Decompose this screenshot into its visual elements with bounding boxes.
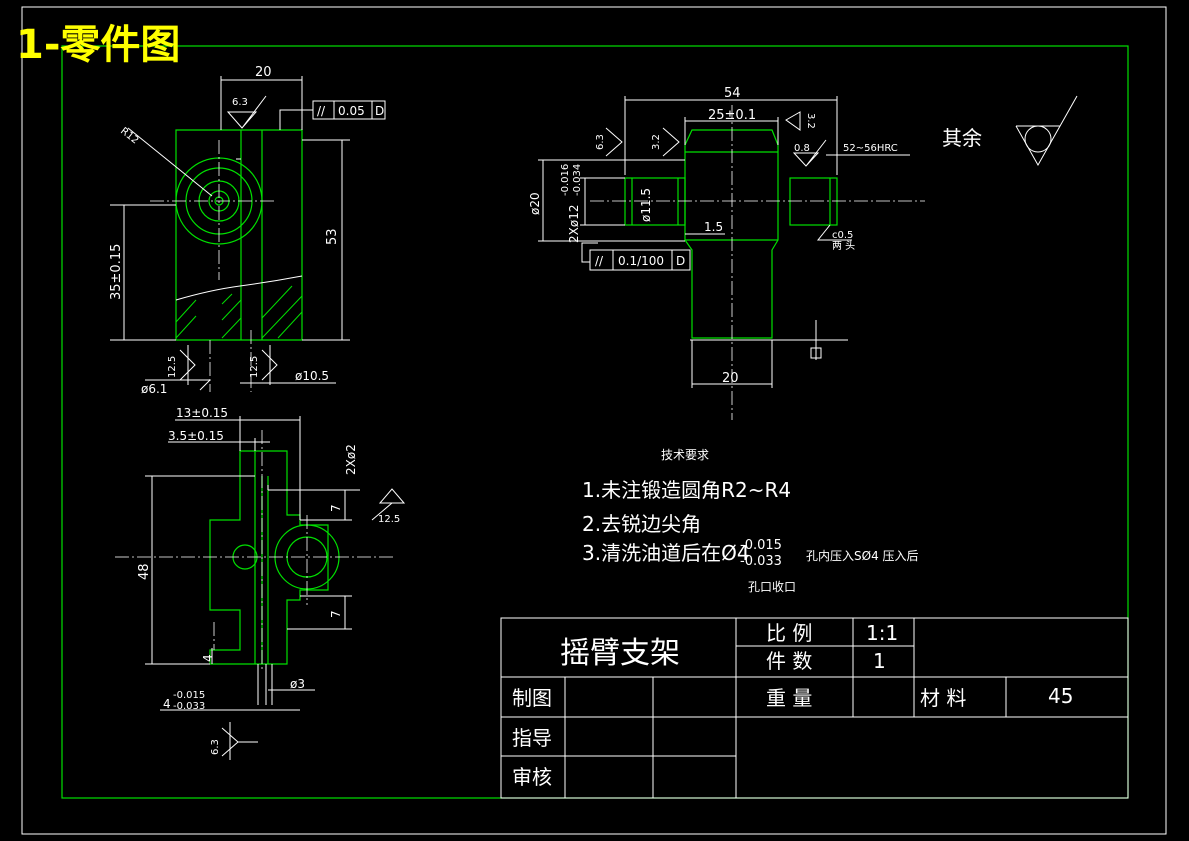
material-label: 材 料 (920, 686, 966, 710)
rough-r2: 3.2 (651, 134, 662, 150)
dim-35-bottom: 3.5±0.15 (168, 429, 224, 443)
rough-r1: 6.3 (595, 134, 606, 150)
review-label: 审核 (512, 765, 552, 789)
chamfer: c0.5 (832, 230, 853, 241)
scale-value: 1:1 (866, 621, 898, 645)
radius-label: R12 (118, 126, 140, 147)
dim-4-main: 4 (163, 697, 171, 711)
rough-b4: 6.3 (210, 739, 221, 755)
dim-d12-lo: -0.034 (572, 164, 583, 196)
notes-heading: 技术要求 (661, 448, 709, 462)
dim-d20: ø20 (528, 192, 542, 215)
note-3-post: 孔内压入SØ4 压入后 (806, 549, 919, 563)
dim-d61: ø6.1 (141, 382, 167, 396)
note-3-pre: 3.清洗油道后在Ø4 (582, 541, 750, 565)
dim-d12: 2Xø12 (567, 205, 581, 243)
note-3-up: -0.015 (740, 538, 782, 553)
rough-b3: 12.5 (378, 514, 400, 525)
note-1: 1.未注锻造圆角R2~R4 (582, 478, 791, 502)
dim-15: 1.5 (704, 220, 723, 234)
dim-25: 25±0.1 (708, 108, 756, 123)
part-name: 摇臂支架 (560, 636, 680, 671)
dim-35: 35±0.15 (109, 244, 124, 300)
view-front-left: R12 20 6.3 // 0.05 D 53 35±0.15 12.5 12.… (109, 65, 386, 396)
dim-54: 54 (724, 86, 741, 101)
rest-roughness: 其余 (942, 126, 982, 150)
dim-4: 4 (201, 654, 215, 662)
dim-d105: ø10.5 (295, 369, 329, 383)
dim-d3: ø3 (290, 677, 305, 691)
note-3-end: 孔口收口 (748, 580, 796, 594)
rough-b2: 12.5 (249, 356, 260, 378)
tol-val: 0.05 (338, 104, 365, 118)
rough-b1: 12.5 (167, 356, 178, 378)
guide-label: 指导 (512, 726, 552, 750)
chamfer-note: 两 头 (832, 240, 855, 252)
dim-13: 13±0.15 (176, 406, 228, 420)
outer-frame (21, 6, 1167, 835)
dim-7-bottom: 7 (329, 610, 343, 618)
view-bottom-left: 13±0.15 3.5±0.15 2Xø2 7 12.5 7 48 4 ø3 (115, 406, 406, 760)
count-label: 件 数 (766, 649, 812, 673)
dim-bottom-20: 20 (722, 371, 739, 386)
inner-frame (61, 45, 1129, 799)
hardness: 52~56HRC (843, 143, 898, 154)
tol2-val: 0.1/100 (618, 254, 664, 268)
view-side-right: 54 25±0.1 6.3 3.2 3.2 0.8 52~56HRC ø20 2… (528, 86, 925, 420)
technical-notes: 技术要求 1.未注锻造圆角R2~R4 2.去锐边尖角 3.清洗油道后在Ø4 -0… (582, 448, 919, 594)
scale-label: 比 例 (766, 621, 812, 645)
title-block: 摇臂支架 比 例 1:1 件 数 1 重 量 材 料 45 制图 指导 审核 (500, 617, 1129, 799)
dim-d115: ø11.5 (639, 188, 653, 222)
weight-label: 重 量 (766, 686, 812, 710)
rough-r3: 3.2 (805, 113, 816, 129)
drawn-label: 制图 (512, 686, 552, 710)
dim-53: 53 (325, 228, 340, 245)
tol2-datum: D (676, 254, 685, 268)
note-3-lo: -0.033 (740, 554, 782, 569)
rough-top: 6.3 (232, 97, 248, 108)
tol-sym: // (317, 104, 326, 118)
dim-4-up: -0.015 (173, 690, 205, 701)
material-value: 45 (1048, 684, 1073, 708)
dim-48: 48 (137, 563, 152, 580)
holes-2x: 2Xø2 (344, 444, 358, 475)
rough-r4: 0.8 (794, 143, 810, 154)
dim-7-top: 7 (329, 504, 343, 512)
dim-top-width: 20 (255, 65, 272, 80)
note-2: 2.去锐边尖角 (582, 512, 701, 536)
dim-d12-up: -0.016 (560, 164, 571, 196)
rest-roughness-symbol (1015, 95, 1078, 167)
tol2-sym: // (595, 254, 604, 268)
count-value: 1 (873, 649, 886, 673)
tol-datum: D (375, 104, 384, 118)
dim-4-lo: -0.033 (173, 701, 205, 712)
sheet-label: 1-零件图 (16, 22, 180, 68)
